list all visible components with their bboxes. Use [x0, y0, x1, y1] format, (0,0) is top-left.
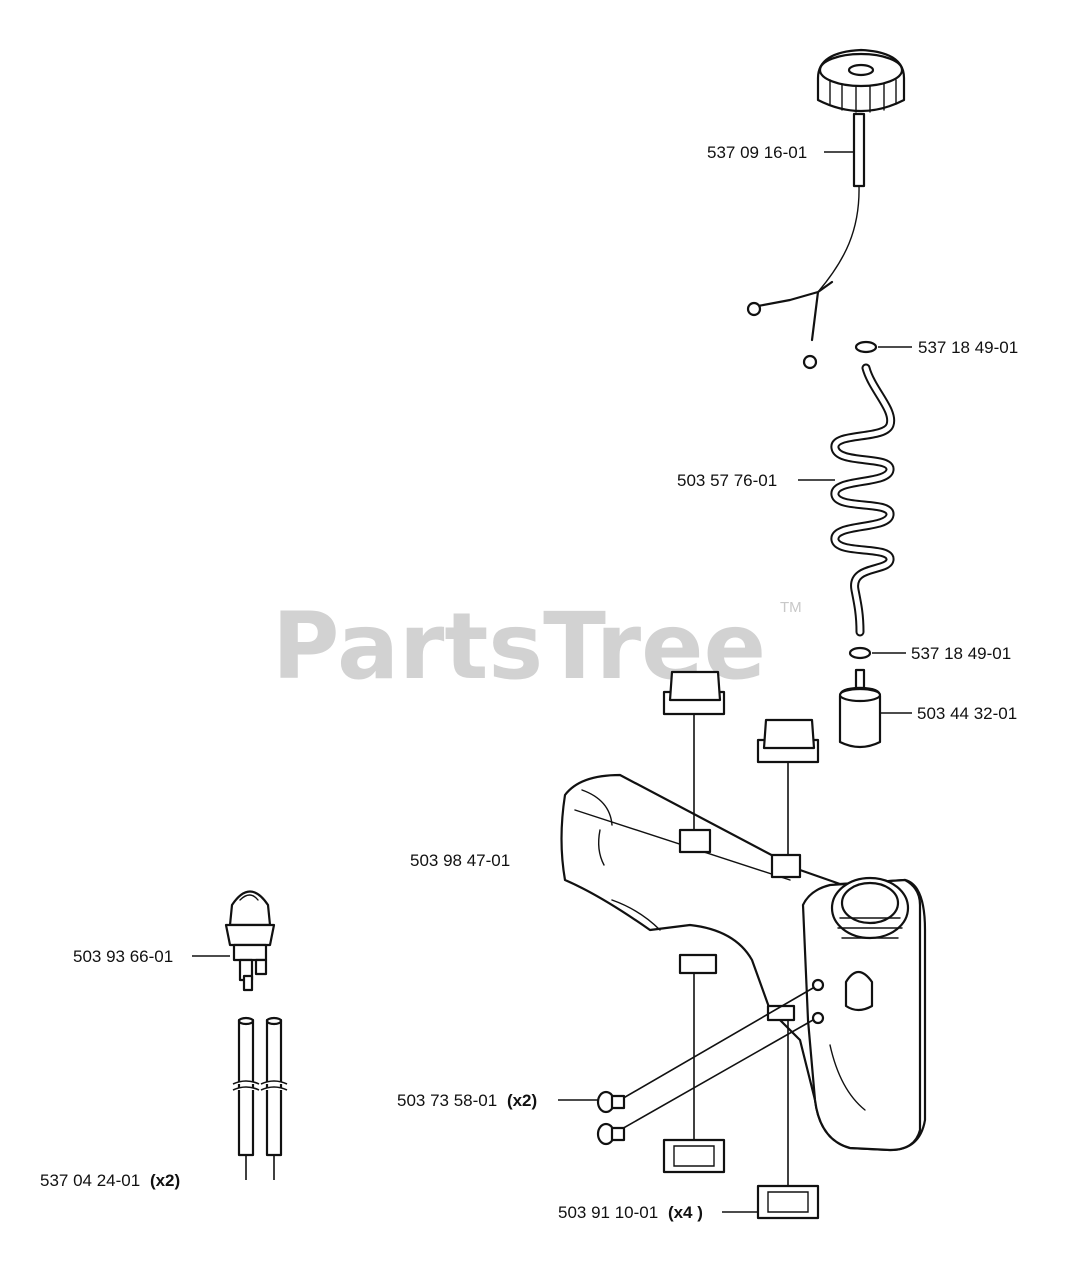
fuel-filter-part[interactable]: [838, 668, 882, 749]
watermark-trademark: TM: [780, 599, 802, 616]
part-label-503-57-76-01[interactable]: 503 57 76-01: [677, 471, 777, 490]
fuel-tank-part[interactable]: [560, 773, 927, 1152]
part-qty: (x2): [150, 1171, 180, 1190]
part-label-537-18-49-01-bottom[interactable]: 537 18 49-01: [911, 644, 1011, 663]
primer-bulb-part[interactable]: [224, 890, 276, 992]
screw-part[interactable]: [596, 987, 814, 1146]
part-label-503-93-66-01[interactable]: 503 93 66-01: [73, 947, 173, 966]
part-label-537-04-24-01[interactable]: 537 04 24-01 (x2): [40, 1171, 180, 1190]
part-label-503-98-47-01[interactable]: 503 98 47-01: [410, 851, 510, 870]
part-qty: (x4 ): [668, 1203, 703, 1222]
fuel-cap-part[interactable]: [746, 48, 906, 370]
part-label-537-18-49-01-top[interactable]: 537 18 49-01: [918, 338, 1018, 357]
part-label-503-91-10-01[interactable]: 503 91 10-01 (x4 ): [558, 1203, 703, 1222]
part-label-503-44-32-01[interactable]: 503 44 32-01: [917, 704, 1017, 723]
o-ring-top-part[interactable]: [854, 340, 878, 354]
part-qty: (x2): [507, 1091, 537, 1110]
part-number: 537 04 24-01: [40, 1171, 140, 1190]
o-ring-bottom-part[interactable]: [848, 646, 872, 660]
fuel-line-part[interactable]: [232, 1016, 288, 1180]
part-label-537-09-16-01[interactable]: 537 09 16-01: [707, 143, 807, 162]
coiled-fuel-hose-part[interactable]: [830, 363, 896, 637]
part-number: 503 73 58-01: [397, 1091, 497, 1110]
part-number: 503 91 10-01: [558, 1203, 658, 1222]
part-label-503-73-58-01[interactable]: 503 73 58-01 (x2): [397, 1091, 537, 1110]
grommet-part[interactable]: [662, 670, 820, 1220]
